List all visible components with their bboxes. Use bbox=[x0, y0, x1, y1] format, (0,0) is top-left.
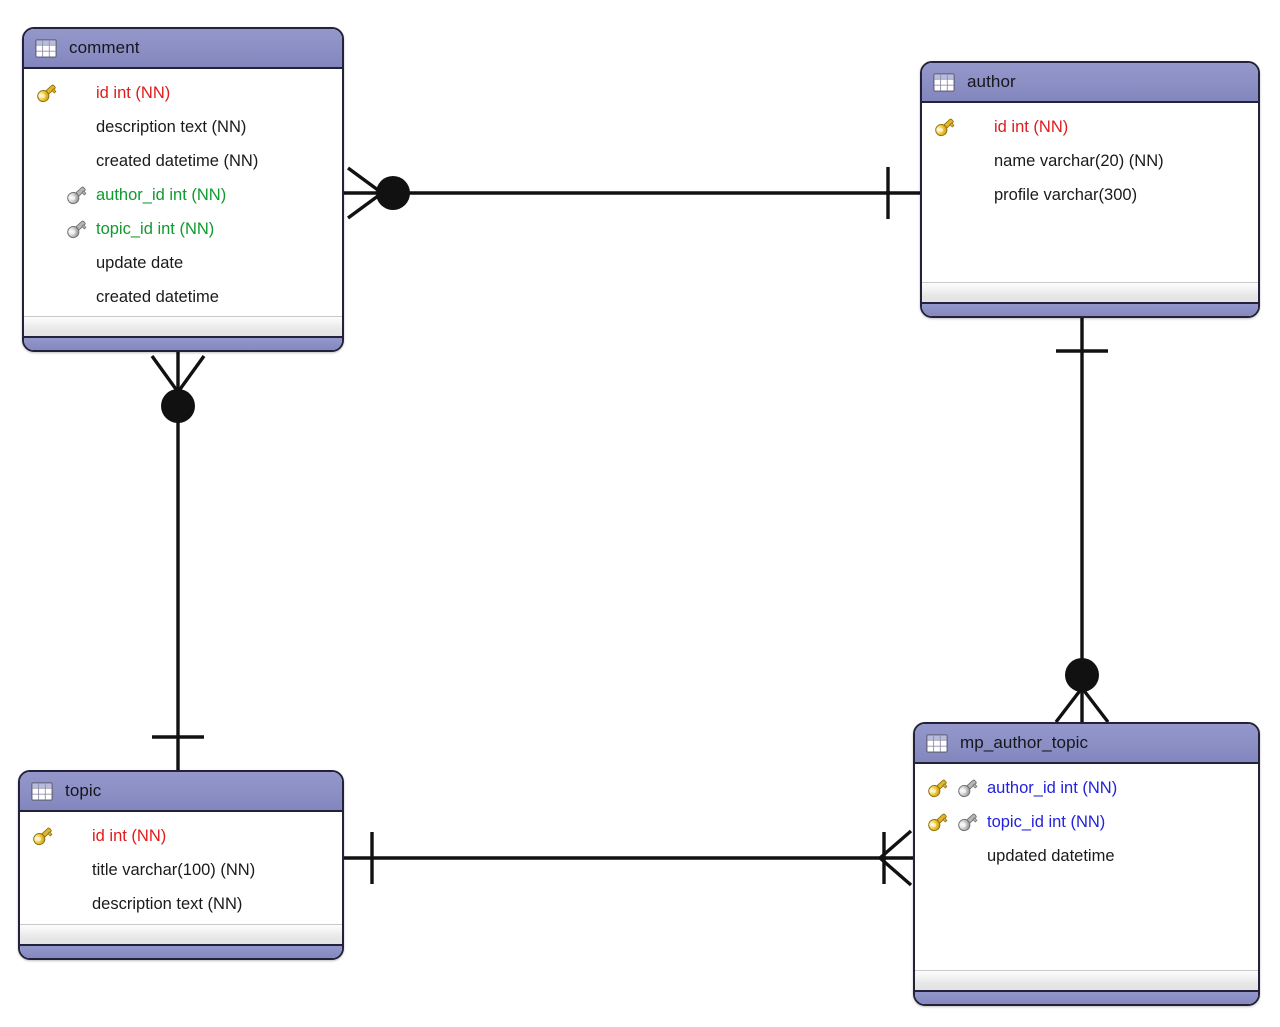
relationship-comment-topic bbox=[150, 352, 206, 770]
entity-footer-author bbox=[922, 282, 1258, 316]
primary-key-icon bbox=[923, 775, 953, 801]
entity-fields-mp_author_topic: author_id int (NN) topic_id int (NN) updat… bbox=[915, 764, 1258, 873]
field-label: created datetime bbox=[96, 287, 219, 306]
key-spacer bbox=[960, 148, 990, 174]
table-icon bbox=[35, 38, 57, 58]
field-row[interactable]: updated datetime bbox=[915, 839, 1258, 873]
key-spacer bbox=[62, 284, 92, 310]
entity-title: comment bbox=[69, 38, 140, 57]
relationship-author-mp_author_topic bbox=[1054, 318, 1110, 724]
table-icon bbox=[31, 781, 53, 801]
key-spacer bbox=[58, 823, 88, 849]
foreign-key-icon bbox=[953, 775, 983, 801]
footer-band bbox=[922, 302, 1258, 316]
key-spacer bbox=[953, 843, 983, 869]
entity-title: author bbox=[967, 72, 1016, 91]
key-spacer bbox=[960, 182, 990, 208]
entity-author[interactable]: author id int (NN) name varchar(20) (NN) pr… bbox=[920, 61, 1260, 318]
field-row[interactable]: name varchar(20) (NN) bbox=[922, 144, 1258, 178]
key-spacer bbox=[960, 114, 990, 140]
field-row[interactable]: description text (NN) bbox=[20, 887, 342, 921]
foreign-key-icon bbox=[953, 809, 983, 835]
key-spacer bbox=[28, 891, 58, 917]
entity-fields-topic: id int (NN) title varchar(100) (NN) descri… bbox=[20, 812, 342, 921]
field-row[interactable]: update date bbox=[24, 246, 342, 280]
field-row[interactable]: topic_id int (NN) bbox=[24, 212, 342, 246]
key-spacer bbox=[32, 148, 62, 174]
key-spacer bbox=[58, 857, 88, 883]
primary-key-icon bbox=[923, 809, 953, 835]
field-label: created datetime (NN) bbox=[96, 151, 259, 170]
field-label: profile varchar(300) bbox=[994, 185, 1138, 204]
field-label: title varchar(100) (NN) bbox=[92, 860, 256, 879]
key-spacer bbox=[930, 182, 960, 208]
field-label: id int (NN) bbox=[994, 117, 1069, 136]
field-row[interactable]: id int (NN) bbox=[24, 76, 342, 110]
foreign-key-icon bbox=[62, 216, 92, 242]
field-label: updated datetime bbox=[987, 846, 1115, 865]
primary-key-icon bbox=[930, 114, 960, 140]
field-row[interactable]: created datetime bbox=[24, 280, 342, 314]
entity-footer-topic bbox=[20, 924, 342, 958]
relationship-comment-author bbox=[344, 166, 920, 220]
key-spacer bbox=[62, 114, 92, 140]
entity-header-comment[interactable]: comment bbox=[24, 29, 342, 69]
entity-fields-comment: id int (NN) description text (NN) created … bbox=[24, 69, 342, 314]
table-icon bbox=[926, 733, 948, 753]
field-label: update date bbox=[96, 253, 184, 272]
key-spacer bbox=[62, 148, 92, 174]
entity-topic[interactable]: topic id int (NN) title varchar(100) (NN) d… bbox=[18, 770, 344, 960]
key-spacer bbox=[32, 284, 62, 310]
table-icon bbox=[933, 72, 955, 92]
field-row[interactable]: id int (NN) bbox=[922, 110, 1258, 144]
field-label: id int (NN) bbox=[96, 83, 171, 102]
key-spacer bbox=[32, 250, 62, 276]
field-row[interactable]: author_id int (NN) bbox=[915, 771, 1258, 805]
footer-band bbox=[20, 944, 342, 958]
entity-header-mp_author_topic[interactable]: mp_author_topic bbox=[915, 724, 1258, 764]
field-label: author_id int (NN) bbox=[96, 185, 227, 204]
entity-title: topic bbox=[65, 781, 102, 800]
key-spacer bbox=[930, 148, 960, 174]
footer-band bbox=[915, 990, 1258, 1004]
field-row[interactable]: id int (NN) bbox=[20, 819, 342, 853]
entity-mp_author_topic[interactable]: mp_author_topic author_id int (NN) topic_i… bbox=[913, 722, 1260, 1006]
field-label: name varchar(20) (NN) bbox=[994, 151, 1164, 170]
relationship-topic-mp_author_topic bbox=[344, 829, 913, 887]
key-spacer bbox=[32, 182, 62, 208]
foreign-key-icon bbox=[62, 182, 92, 208]
field-row[interactable]: created datetime (NN) bbox=[24, 144, 342, 178]
primary-key-icon bbox=[28, 823, 58, 849]
entity-title: mp_author_topic bbox=[960, 733, 1089, 752]
key-spacer bbox=[58, 891, 88, 917]
key-spacer bbox=[62, 250, 92, 276]
field-row[interactable]: author_id int (NN) bbox=[24, 178, 342, 212]
primary-key-icon bbox=[32, 80, 62, 106]
entity-header-topic[interactable]: topic bbox=[20, 772, 342, 812]
entity-header-author[interactable]: author bbox=[922, 63, 1258, 103]
entity-comment[interactable]: comment id int (NN) description text (NN) c… bbox=[22, 27, 344, 352]
field-row[interactable]: topic_id int (NN) bbox=[915, 805, 1258, 839]
field-row[interactable]: title varchar(100) (NN) bbox=[20, 853, 342, 887]
field-label: description text (NN) bbox=[96, 117, 247, 136]
entity-footer-comment bbox=[24, 316, 342, 350]
key-spacer bbox=[32, 114, 62, 140]
field-label: topic_id int (NN) bbox=[987, 812, 1106, 831]
field-label: topic_id int (NN) bbox=[96, 219, 215, 238]
key-spacer bbox=[32, 216, 62, 242]
field-row[interactable]: description text (NN) bbox=[24, 110, 342, 144]
footer-band bbox=[24, 336, 342, 350]
field-label: id int (NN) bbox=[92, 826, 167, 845]
field-row[interactable]: profile varchar(300) bbox=[922, 178, 1258, 212]
key-spacer bbox=[923, 843, 953, 869]
entity-fields-author: id int (NN) name varchar(20) (NN) profile … bbox=[922, 103, 1258, 212]
field-label: author_id int (NN) bbox=[987, 778, 1118, 797]
field-label: description text (NN) bbox=[92, 894, 243, 913]
key-spacer bbox=[62, 80, 92, 106]
key-spacer bbox=[28, 857, 58, 883]
entity-footer-mp_author_topic bbox=[915, 970, 1258, 1004]
